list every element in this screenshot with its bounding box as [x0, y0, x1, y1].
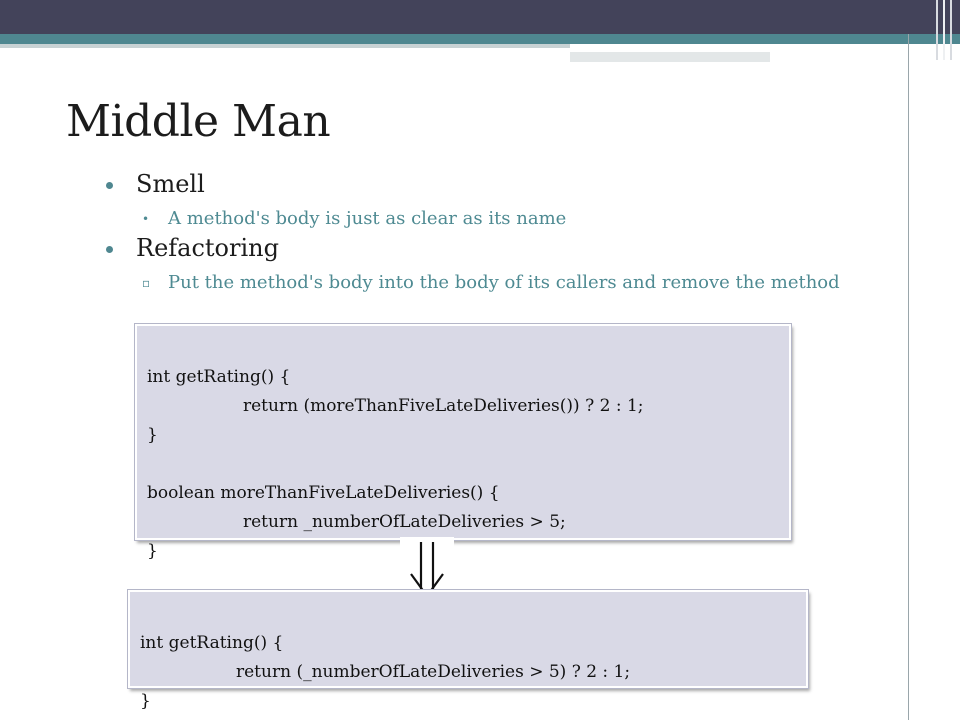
code-line — [147, 450, 779, 479]
bullet-dot-icon — [106, 246, 113, 253]
code-line: return (_numberOfLateDeliveries > 5) ? 2… — [236, 662, 631, 682]
code-block-after: int getRating() { return (_numberOfLateDe… — [128, 590, 808, 711]
header-teal-band — [0, 34, 960, 44]
bullet-refactoring: Refactoring — [106, 234, 279, 262]
code-line: boolean moreThanFiveLateDeliveries() { — [147, 483, 500, 503]
sub-bullet-text: Put the method's body into the body of i… — [168, 272, 840, 293]
sub-bullet-square-icon: ▫ — [142, 276, 151, 290]
sub-bullet-refactoring: ▫ Put the method's body into the body of… — [142, 272, 868, 294]
right-vertical-rule — [908, 34, 909, 720]
header-white-line — [580, 50, 888, 53]
header-gray-strip — [0, 44, 570, 48]
sub-bullet-smell: • A method's body is just as clear as it… — [142, 208, 868, 230]
code-block-before: int getRating() { return (moreThanFiveLat… — [135, 324, 791, 561]
bullet-dot-icon — [106, 182, 113, 189]
code-line: } — [147, 425, 158, 445]
code-line: int getRating() { — [147, 367, 291, 387]
sub-bullet-text: A method's body is just as clear as its … — [168, 208, 567, 229]
code-line: int getRating() { — [140, 633, 284, 653]
sub-bullet-dot-icon: • — [142, 212, 150, 226]
bullet-smell: Smell — [106, 170, 205, 198]
header-dark-band — [0, 0, 960, 34]
code-line: return _numberOfLateDeliveries > 5; — [243, 512, 566, 532]
bullet-label: Smell — [136, 170, 205, 198]
code-line: return (moreThanFiveLateDeliveries()) ? … — [243, 396, 644, 416]
code-line: } — [147, 541, 158, 561]
code-line: } — [140, 691, 151, 711]
slide-title: Middle Man — [66, 96, 331, 147]
header-gray-strip-2 — [570, 52, 770, 62]
header-edge-lines — [932, 0, 960, 60]
bullet-label: Refactoring — [136, 234, 279, 262]
